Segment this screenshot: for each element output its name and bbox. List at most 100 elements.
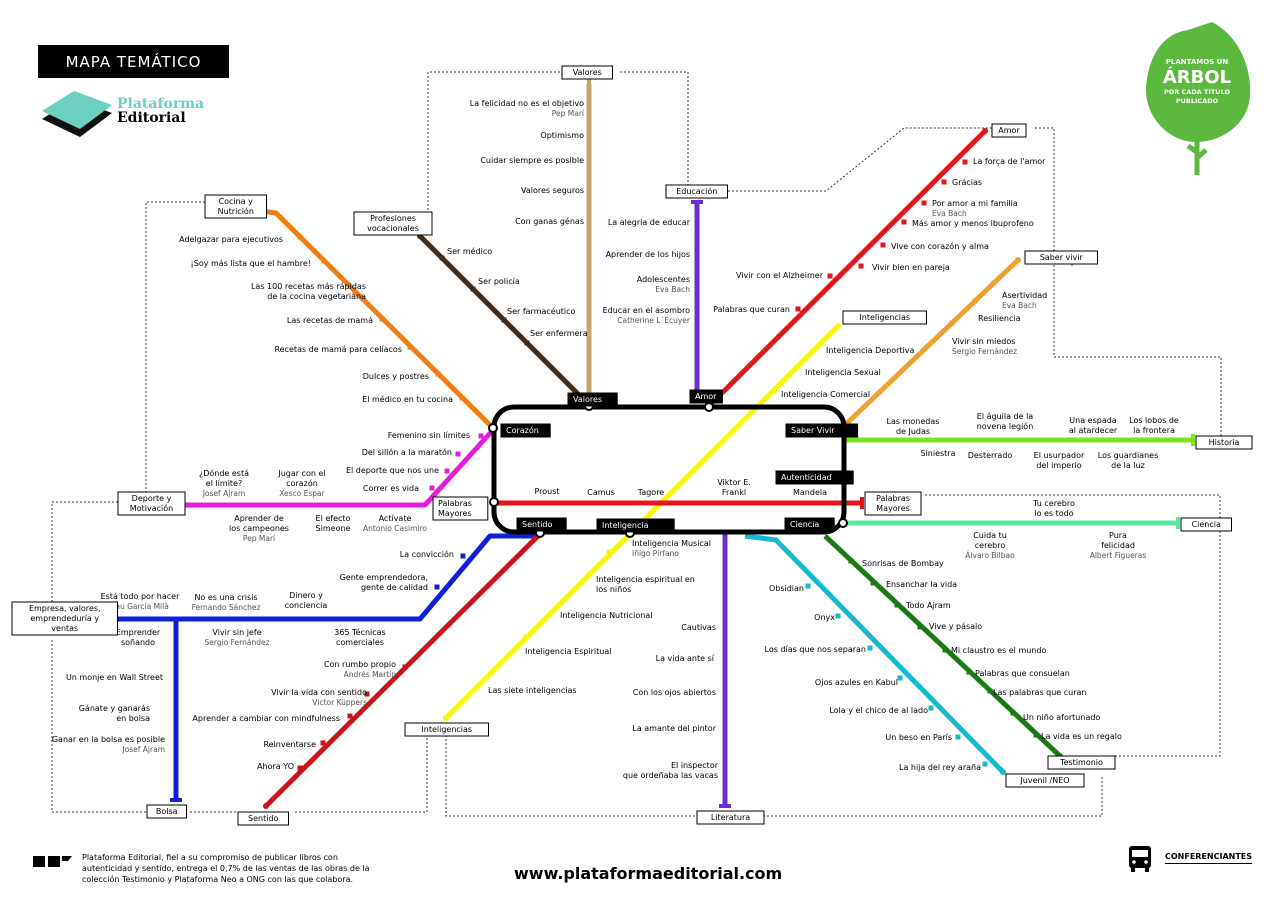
st-ahora-yo[interactable]: Ahora YO (257, 762, 303, 771)
st-amante-pintor[interactable]: La amante del pintor (632, 724, 728, 733)
st-desterrado[interactable]: Desterrado (968, 437, 1013, 461)
st-medico-cocina[interactable]: El médico en tu cocina (362, 394, 465, 404)
st-lola[interactable]: Lola y el chico de al lado (829, 705, 934, 716)
st-ser-medico[interactable]: Ser médico (439, 246, 493, 261)
st-nino-afortunado[interactable]: Un niño afortunado (1010, 710, 1101, 723)
st-cuidar[interactable]: Cuidar siempre es posible (480, 156, 592, 165)
st-gracias[interactable]: Grácias (941, 178, 983, 187)
hub-label-saber-vivir[interactable]: Saber Vivir (785, 423, 859, 438)
terminal-sentido[interactable]: Sentido (237, 811, 289, 826)
line-empresa[interactable] (92, 533, 540, 622)
st-int-espiritual[interactable]: Inteligencia Espiritual (523, 634, 612, 657)
st-gente-emprendedora[interactable]: Gente emprendedora,gente de calidad (340, 573, 440, 592)
st-int-nutricional[interactable]: Inteligencia Nutricional (560, 598, 652, 621)
hub-label-corazon[interactable]: Corazón (500, 423, 551, 438)
st-recetas-mama[interactable]: Las recetas de mamá (287, 316, 385, 325)
st-optimismo[interactable]: Optimismo (540, 131, 592, 140)
st-deporte-une[interactable]: El deporte que nos une (346, 466, 450, 475)
terminal-ciencia[interactable]: Ciencia (1180, 517, 1232, 532)
st-palabras-curan-top[interactable]: Palabras que curan (713, 305, 801, 314)
interchange-2[interactable] (488, 423, 498, 433)
st-proust[interactable]: Proust (534, 487, 560, 506)
st-monje[interactable]: Un monje en Wall Street (66, 673, 179, 682)
st-adelgazar[interactable]: Adelgazar para ejecutivos (179, 234, 303, 245)
st-claustro[interactable]: Mi claustro es el mundo (942, 646, 1047, 655)
st-femenino[interactable]: Femenino sin límites (388, 431, 484, 440)
terminal-historia[interactable]: Historia (1195, 435, 1253, 450)
speakers-link[interactable]: CONFERENCIANTES (1165, 852, 1253, 864)
line-deporte[interactable] (182, 428, 495, 508)
st-alzheimer[interactable]: Vivir con el Alzheimer (736, 271, 833, 280)
st-alegria-educar[interactable]: La alegría de educar (608, 218, 700, 227)
st-mindfulness[interactable]: Aprender a cambiar con mindfulness (192, 713, 353, 724)
st-lobos[interactable]: Los lobos dela frontera (1129, 416, 1179, 443)
interchange-6[interactable] (838, 518, 848, 528)
line-juvenil[interactable] (744, 533, 1005, 774)
st-vive-corazon[interactable]: Vive con corazón y alma (880, 241, 990, 251)
st-int-deportiva[interactable]: Inteligencia Deportiva (815, 343, 915, 356)
st-vivir-pareja[interactable]: Vivir bien en pareja (858, 263, 950, 272)
st-cautivas[interactable]: Cautivas (681, 623, 728, 632)
st-forca[interactable]: La força de l'amor (962, 157, 1047, 166)
hub-label-autenticidad[interactable]: Autenticidad (775, 470, 854, 485)
st-camus[interactable]: Camus (587, 488, 615, 506)
line-amor[interactable] (709, 129, 987, 406)
st-todo-ajram[interactable]: Todo Ajram (894, 601, 951, 610)
st-ojos-azules[interactable]: Ojos azules en Kabul (815, 675, 903, 688)
terminal-bolsa[interactable]: Bolsa (146, 804, 187, 819)
interchange-5[interactable] (489, 497, 499, 507)
line-saber-vivir[interactable] (841, 258, 1020, 429)
terminal-inteligencias-top[interactable]: Inteligencias (842, 310, 927, 325)
line-profesiones[interactable] (418, 234, 581, 397)
st-dias-separan[interactable]: Los días que nos separan (765, 645, 873, 654)
interchange-1[interactable] (704, 402, 714, 412)
st-onyx[interactable]: Onyx (814, 613, 841, 622)
terminal-valores[interactable]: Valores (561, 65, 613, 80)
terminal-amor[interactable]: Amor (991, 123, 1027, 138)
st-siete-int[interactable]: Las siete inteligencias (488, 670, 577, 696)
st-soy-mas-lista[interactable]: ¡Soy más lista que el hambre! (191, 258, 327, 269)
st-ser-enfermera[interactable]: Ser enfermera (524, 329, 588, 346)
terminal-literatura[interactable]: Literatura (696, 810, 765, 825)
st-correr-vida[interactable]: Correr es vida (363, 484, 435, 493)
st-aprender-hijos[interactable]: Aprender de los hijos (606, 250, 700, 259)
st-siniestra[interactable]: Siniestra (920, 437, 956, 459)
st-valores-seguros[interactable]: Valores seguros (521, 186, 592, 195)
brand-name[interactable]: Plataforma Editorial (117, 97, 204, 125)
st-reinventarse[interactable]: Reinventarse (263, 740, 326, 749)
terminal-juvenil[interactable]: Juvenil /NEO (1005, 773, 1085, 788)
st-ganas-genas[interactable]: Con ganas génas (515, 216, 592, 226)
st-sonrisas[interactable]: Sonrisas de Bombay (848, 558, 945, 569)
st-ensanchar[interactable]: Ensanchar la vida (870, 580, 958, 589)
st-ojos-abiertos[interactable]: Con los ojos abiertos (633, 688, 728, 697)
st-vida-ante-si[interactable]: La vida ante sí (656, 654, 728, 663)
terminal-inteligencias-bottom[interactable]: Inteligencias (404, 722, 489, 737)
st-palabras-consuelan[interactable]: Palabras que consuelan (966, 669, 1070, 678)
